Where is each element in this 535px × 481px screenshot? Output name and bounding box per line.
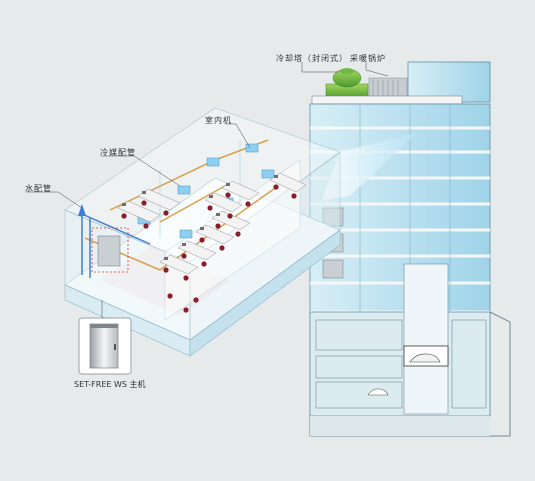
building	[309, 61, 511, 437]
outdoor-unit-icon	[89, 323, 119, 369]
outdoor-unit-callout	[78, 317, 132, 375]
cutaway-floor	[64, 107, 341, 357]
office-furniture	[117, 172, 307, 313]
indoor-unit-label: 室内机	[205, 116, 232, 125]
leader-lines	[26, 62, 389, 318]
car-icon	[367, 388, 389, 396]
boiler-label: 采暖锅炉	[350, 54, 386, 63]
refrigerant-piping-label: 冷媒配管	[100, 148, 136, 157]
outdoor-unit-caption: SET-FREE WS 主机	[74, 380, 146, 389]
water-piping-label: 水配管	[25, 184, 52, 193]
water-pipe	[81, 213, 151, 278]
cooling-tower-label: 冷却塔（封闭式）	[276, 54, 348, 63]
zoom-beam	[322, 132, 418, 200]
indoor-unit-icon	[137, 143, 275, 239]
boiler-icon	[368, 77, 408, 99]
cooling-tower-icon	[325, 68, 369, 99]
